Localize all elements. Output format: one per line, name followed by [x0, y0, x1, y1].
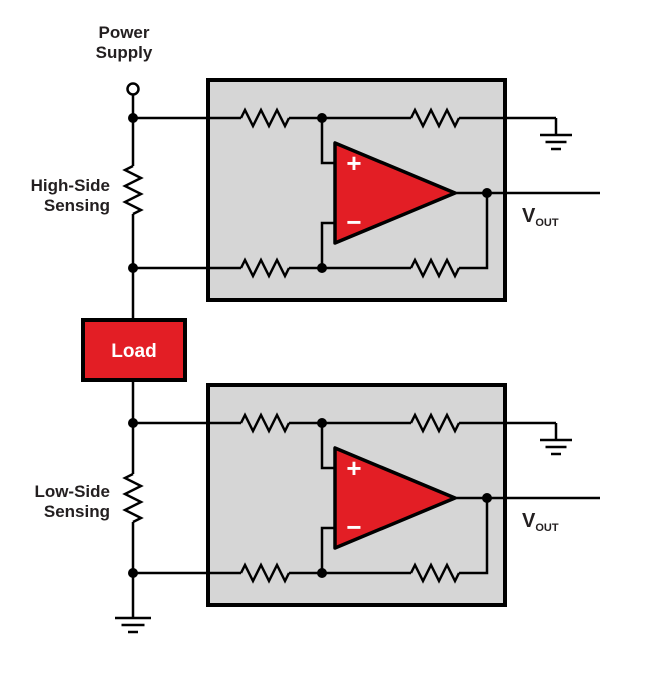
gain-resistor-to-ground-icon [409, 107, 461, 129]
high-side-amplifier-block: + − VOUT [133, 78, 600, 302]
load-label: Load [111, 341, 156, 362]
wire-to-noninverting-input [320, 423, 337, 470]
load-box [81, 318, 187, 382]
ground-symbol-icon [540, 423, 572, 456]
vout-subscript: OUT [535, 522, 559, 534]
power-supply-label-line1: Power [98, 23, 149, 42]
gain-resistor-to-ground-icon [409, 412, 461, 434]
wire-feedback-to-output [459, 498, 489, 575]
high-side-shunt-resistor-icon [122, 164, 144, 216]
input-resistor-icon [239, 562, 291, 584]
vout-letter: V [522, 205, 536, 227]
low-side-label-line1: Low-Side [34, 482, 110, 501]
opamp-minus-sign: − [346, 207, 361, 237]
power-rail: Load [81, 82, 187, 634]
low-side-shunt-resistor-icon [122, 472, 144, 524]
wire-feedback-to-output [459, 193, 489, 270]
low-side-amplifier-block: + − VOUT [133, 383, 600, 607]
junction-dot [482, 188, 492, 198]
high-side-label-line2: Sensing [44, 196, 110, 215]
wire-to-noninverting-input [320, 118, 337, 165]
power-supply-terminal-icon [126, 82, 140, 96]
feedback-resistor-icon [409, 257, 461, 279]
input-resistor-icon [239, 412, 291, 434]
opamp-triangle [333, 446, 457, 550]
vout-subscript: OUT [535, 217, 559, 229]
ground-symbol-icon [540, 118, 572, 151]
wire-to-inverting-input [320, 526, 337, 573]
opamp-plus-sign: + [346, 453, 361, 483]
junction-dot [482, 493, 492, 503]
feedback-resistor-icon [409, 562, 461, 584]
wire-to-inverting-input [320, 221, 337, 268]
vout-letter: V [522, 510, 536, 532]
opamp-minus-sign: − [346, 512, 361, 542]
vout-label: VOUT [522, 510, 559, 534]
low-side-label-line2: Sensing [44, 502, 110, 521]
input-resistor-icon [239, 107, 291, 129]
ground-symbol-icon [115, 616, 151, 634]
opamp-triangle [333, 141, 457, 245]
input-resistor-icon [239, 257, 291, 279]
high-side-label-line1: High-Side [31, 176, 110, 195]
power-supply-label-line2: Supply [96, 43, 153, 62]
opamp-plus-sign: + [346, 148, 361, 178]
vout-label: VOUT [522, 205, 559, 229]
